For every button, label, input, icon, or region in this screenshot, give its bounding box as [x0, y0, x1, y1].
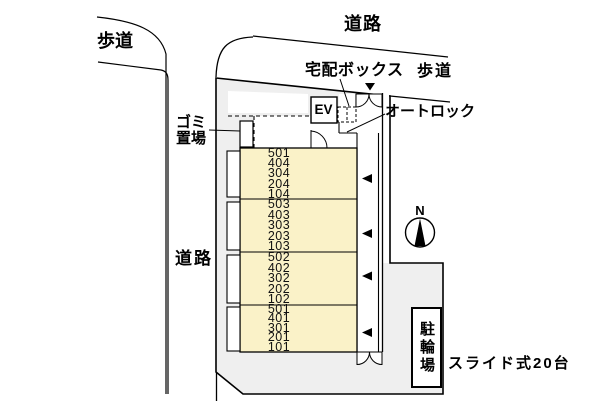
room-number: 103	[267, 239, 291, 254]
east-path-strip	[382, 94, 389, 263]
room-number: 202	[267, 281, 291, 296]
sidewalk-boundary-line	[389, 95, 451, 103]
canopy-area	[254, 116, 312, 148]
delivery-box-label: 宅配ボックス	[305, 62, 404, 79]
balcony-strip	[226, 201, 241, 251]
south-door-icon	[356, 351, 383, 366]
room-number: 302	[267, 271, 291, 286]
garbage-box	[239, 120, 254, 148]
sidewalk-label-top-right: 歩道	[417, 63, 454, 80]
balcony-strips	[226, 150, 241, 352]
room-number: 303	[267, 218, 291, 233]
room-number: 404	[267, 156, 291, 171]
room-number: 101	[267, 339, 291, 354]
bicycle-parking-box: 駐輪場	[411, 307, 442, 388]
elevator-box	[310, 96, 338, 124]
room-number: 203	[267, 228, 291, 243]
room-number: 501	[267, 146, 291, 160]
road-top-curb	[252, 35, 449, 58]
road-label-left: 道路	[175, 249, 213, 268]
room-stack-1: 501 404 304 204 104	[240, 146, 318, 201]
garbage-label-line1: ゴミ	[176, 114, 207, 131]
corner-curve	[215, 36, 254, 78]
garbage-leader-line	[208, 129, 241, 132]
balcony-strip	[226, 306, 241, 352]
elevator-label: EV	[314, 102, 333, 117]
room-number: 304	[267, 166, 291, 181]
compass-north-label: N	[415, 203, 425, 218]
approach-patch	[228, 91, 308, 113]
balcony-strip	[226, 254, 241, 304]
street-curb-outer	[96, 16, 167, 394]
room-block-separators	[240, 198, 357, 306]
autolock-leader-line	[346, 113, 386, 133]
sidewalk-label-top-left: 歩道	[97, 31, 133, 51]
delivery-leader-line	[339, 78, 350, 107]
room-number: 102	[267, 292, 291, 307]
room-number: 502	[267, 250, 291, 265]
room-number: 401	[267, 311, 291, 326]
entrance-marker-icon	[365, 83, 375, 91]
bicycle-capacity-label: スライド式20台	[448, 355, 571, 372]
room-stack-3: 502 402 302 202 102	[240, 250, 318, 307]
room-number: 503	[267, 197, 291, 212]
garbage-label: ゴミ 置場	[176, 115, 206, 147]
room-number: 104	[267, 186, 291, 201]
street-curb-inner	[97, 61, 169, 394]
room-block	[239, 147, 358, 353]
autolock-label: オートロック	[385, 103, 476, 120]
garbage-label-line2: 置場	[176, 130, 207, 147]
room-stack-2: 503 403 303 203 103	[240, 197, 318, 254]
lobby-fill-lower	[311, 123, 357, 148]
room-number: 201	[267, 330, 291, 345]
ev-door-arc	[310, 130, 328, 149]
room-number: 403	[267, 207, 291, 222]
compass-icon	[404, 217, 436, 248]
road-label-top: 道路	[344, 14, 382, 34]
entrance-door-icon	[355, 93, 383, 108]
room-number: 301	[267, 320, 291, 335]
room-number: 204	[267, 176, 291, 191]
room-stack-4: 501 401 301 201 101	[240, 301, 318, 354]
balcony-strip	[226, 150, 241, 198]
room-number: 501	[267, 301, 291, 316]
room-number: 402	[267, 260, 291, 275]
